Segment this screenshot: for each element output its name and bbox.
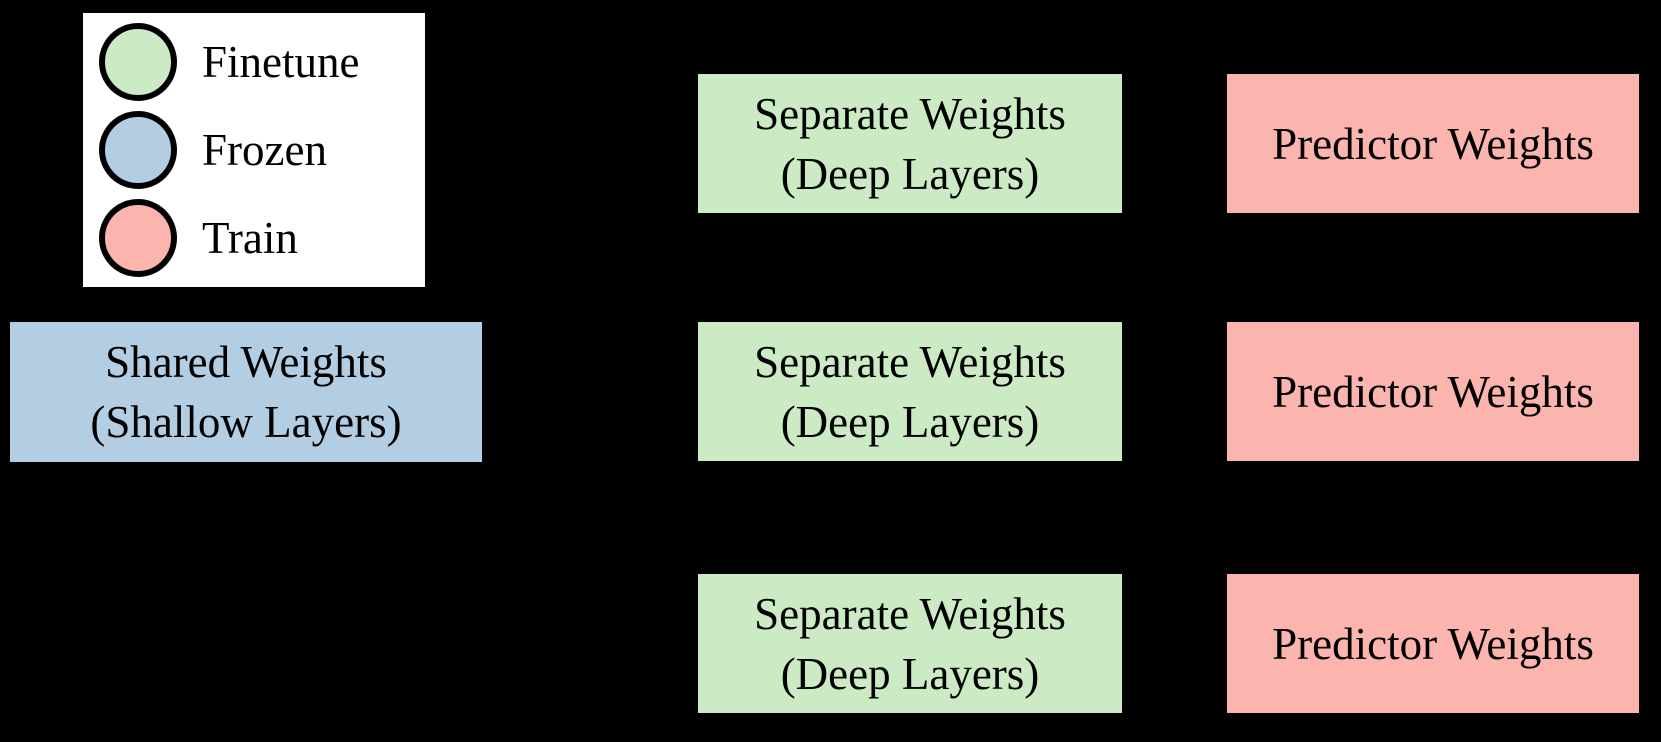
train-circle-icon	[99, 199, 177, 277]
legend-label-frozen: Frozen	[202, 124, 327, 175]
separate-weights-2-line2: (Deep Layers)	[780, 396, 1040, 447]
shared-weights-line1: Shared Weights	[105, 337, 387, 387]
predictor-weights-2-label: Predictor Weights	[1272, 366, 1594, 417]
predictor-weights-1-label: Predictor Weights	[1272, 118, 1594, 169]
legend-item-frozen: Frozen	[99, 111, 425, 189]
legend-label-train: Train	[202, 212, 298, 263]
legend-label-finetune: Finetune	[202, 36, 360, 87]
separate-weights-1-line2: (Deep Layers)	[780, 148, 1040, 199]
predictor-weights-box-2: Predictor Weights	[1227, 322, 1639, 461]
separate-weights-box-2: Separate Weights (Deep Layers)	[698, 322, 1122, 461]
legend: Finetune Frozen Train	[83, 13, 425, 287]
predictor-weights-box-3: Predictor Weights	[1227, 574, 1639, 713]
frozen-circle-icon	[99, 111, 177, 189]
shared-weights-box: Shared Weights (Shallow Layers)	[10, 322, 482, 462]
shared-weights-line2: (Shallow Layers)	[90, 397, 402, 447]
legend-item-train: Train	[99, 199, 425, 277]
legend-item-finetune: Finetune	[99, 23, 425, 101]
predictor-weights-3-label: Predictor Weights	[1272, 618, 1594, 669]
separate-weights-1-line1: Separate Weights	[754, 88, 1066, 139]
finetune-circle-icon	[99, 23, 177, 101]
separate-weights-3-line1: Separate Weights	[754, 588, 1066, 639]
separate-weights-box-1: Separate Weights (Deep Layers)	[698, 74, 1122, 213]
separate-weights-2-line1: Separate Weights	[754, 336, 1066, 387]
separate-weights-box-3: Separate Weights (Deep Layers)	[698, 574, 1122, 713]
predictor-weights-box-1: Predictor Weights	[1227, 74, 1639, 213]
separate-weights-3-line2: (Deep Layers)	[780, 648, 1040, 699]
